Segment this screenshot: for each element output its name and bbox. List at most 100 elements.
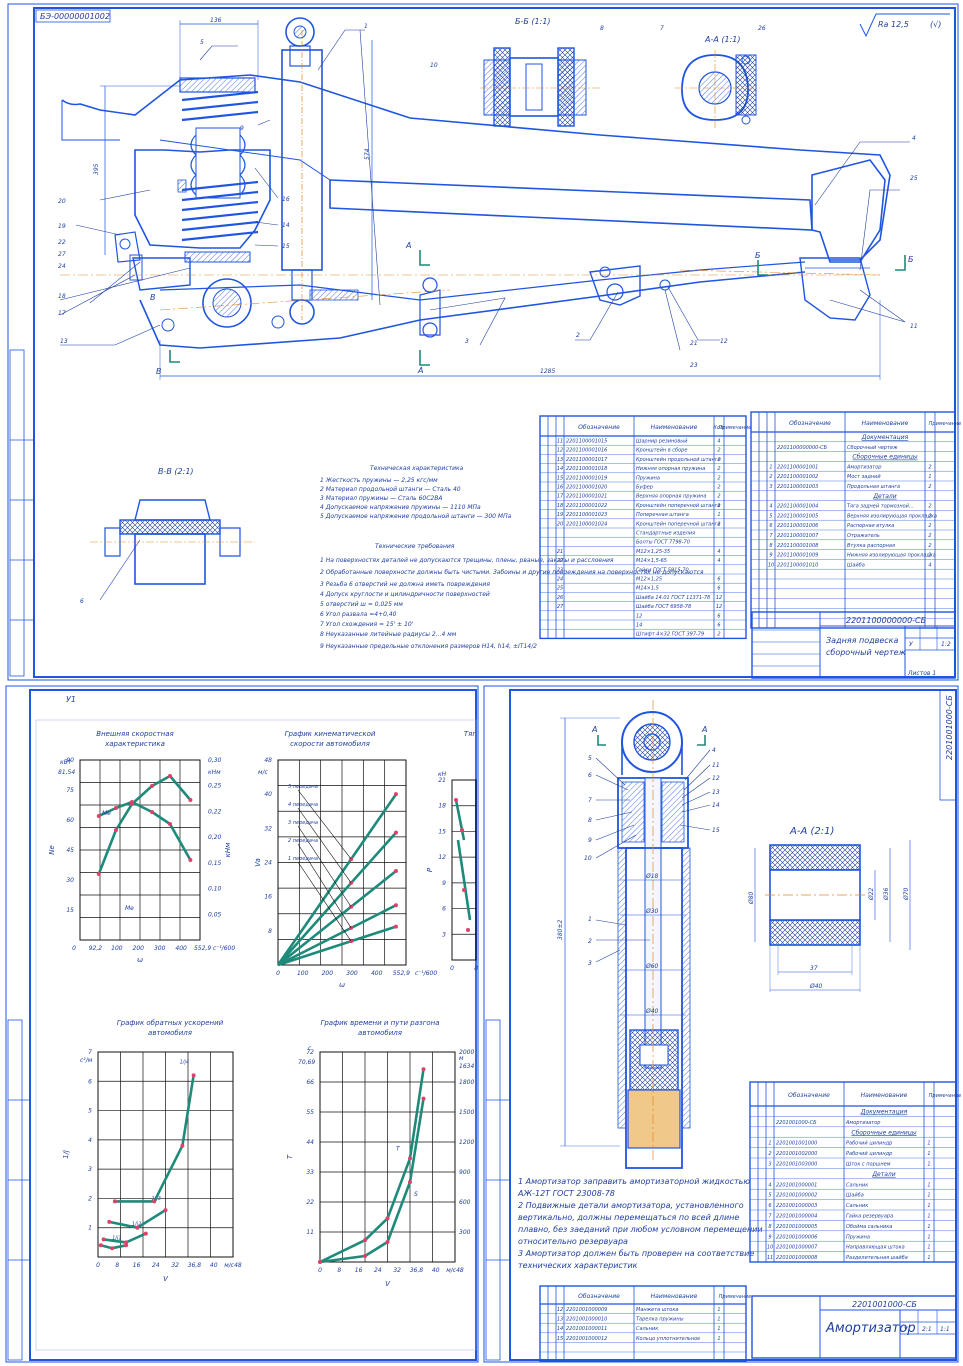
spec-left-name: Стандартные изделия bbox=[636, 531, 695, 537]
y-tick-label: 90 bbox=[66, 757, 74, 764]
dim-30: Ø30 bbox=[645, 908, 659, 915]
data-point bbox=[385, 1240, 390, 1244]
spec-right-name: Отражатель bbox=[847, 533, 880, 539]
data-point bbox=[143, 1231, 148, 1236]
spec3-qty: 1 bbox=[927, 1193, 930, 1199]
shock-callout-11: 11 bbox=[712, 762, 720, 769]
accel-series-label: 1/j1 bbox=[112, 1235, 121, 1241]
spec-left-name: Болты ГОСТ 7798-70 bbox=[636, 540, 690, 546]
y-right-unit: кНм bbox=[208, 769, 221, 776]
shock-absorber bbox=[281, 17, 359, 325]
data-point bbox=[150, 810, 154, 814]
section-cut-markers bbox=[169, 250, 906, 366]
time-series-label: T bbox=[396, 1145, 401, 1152]
spec-right-pos: 6 bbox=[769, 523, 772, 529]
spec3-name: Сальник bbox=[846, 1203, 868, 1209]
tech-req-item: 4 Допуск круглости и цилиндричности пове… bbox=[320, 591, 490, 598]
callout-17: 17 bbox=[58, 310, 66, 317]
spec-right-qty: 4 bbox=[928, 562, 931, 568]
title-block-sheet1 bbox=[751, 611, 956, 679]
y-tick-label: 0,20 bbox=[208, 834, 222, 841]
spec-right-code: 2201100001001 bbox=[777, 464, 818, 470]
x-tick-label: 552,9 bbox=[194, 945, 211, 952]
spec3-code: 2201001000003 bbox=[776, 1203, 817, 1209]
spec-right-qty: 2 bbox=[928, 543, 931, 549]
title-block-scale-3: 2:1 bbox=[922, 1326, 932, 1333]
y-tick-label: 6 bbox=[442, 906, 446, 913]
y-tick-label: 48 bbox=[264, 757, 272, 764]
chart-title: автомобиля bbox=[358, 1029, 402, 1037]
data-point bbox=[408, 1156, 412, 1161]
shock-callout-7: 7 bbox=[588, 797, 592, 804]
tech-char-item: 3 Материал пружины — Сталь 60С2ВА bbox=[320, 495, 442, 502]
coil-spring bbox=[177, 77, 259, 263]
spec-left-qty: 4 bbox=[717, 549, 720, 555]
y-tick-label: 24 bbox=[264, 860, 272, 867]
spec3-qty: 1 bbox=[927, 1234, 930, 1240]
y-tick-label: 2000 bbox=[459, 1049, 474, 1056]
y-tick-label: 3 bbox=[88, 1166, 92, 1173]
x-tick-label: м/с48 bbox=[446, 1267, 464, 1274]
callout-4: 4 bbox=[912, 135, 916, 142]
callout-8: 8 bbox=[600, 25, 604, 32]
spec-left-qty: 2 bbox=[717, 494, 720, 500]
y-unit-label: с²/м bbox=[80, 1057, 93, 1064]
title-block-scale-1: 1:2 bbox=[941, 641, 951, 648]
spec3b-qty: 1 bbox=[717, 1326, 720, 1332]
shock-callout-15: 15 bbox=[712, 827, 720, 834]
series-label-me: Me bbox=[102, 810, 111, 817]
chart-title: характеристика bbox=[104, 740, 165, 748]
callout-24: 24 bbox=[58, 263, 66, 270]
spec3-pos: 3 bbox=[768, 1162, 771, 1168]
gear-leader bbox=[297, 861, 352, 942]
data-point bbox=[363, 1254, 367, 1258]
spec-right-name: Верхняя изолирующая прокладка bbox=[847, 513, 937, 519]
x-tick-label: 40 bbox=[210, 1262, 218, 1269]
spec-left-pos: 23 bbox=[557, 567, 563, 573]
callout-9: 9 bbox=[240, 125, 244, 132]
spec-right-name: Втулка распорная bbox=[847, 543, 895, 549]
x-axis-label: ω bbox=[137, 956, 143, 964]
spec3-header: Примечание bbox=[929, 1093, 962, 1099]
data-point bbox=[460, 828, 464, 832]
x-tick-label: 16 bbox=[133, 1262, 141, 1269]
callout-16: 16 bbox=[282, 196, 290, 203]
path-series-label: S bbox=[414, 1191, 418, 1198]
spec3-code: 2201001002000 bbox=[776, 1151, 817, 1157]
chart-time: График времени и пути разгонаавтомобиля0… bbox=[286, 1019, 474, 1288]
gear-end-point bbox=[393, 830, 398, 835]
callout-12: 12 bbox=[720, 338, 728, 345]
spec3-pos: 6 bbox=[768, 1203, 771, 1209]
data-point bbox=[421, 1096, 426, 1101]
title-block-sheet-3: 1:1 bbox=[940, 1326, 950, 1333]
spec-right-name: Продольная штанга bbox=[847, 484, 900, 490]
note-line: 3 Амортизатор должен быть проверен на со… bbox=[518, 1249, 754, 1258]
spec3-name: Амортизатор bbox=[845, 1120, 880, 1126]
spec-right-header: Примечание bbox=[929, 421, 962, 427]
callout-2: 2 bbox=[576, 332, 580, 339]
callout-19: 19 bbox=[58, 223, 66, 230]
callout-6: 6 bbox=[80, 598, 84, 605]
y-tick-label: 300 bbox=[459, 1229, 471, 1236]
spec3-qty: 1 bbox=[927, 1182, 930, 1188]
spec-left-name: Гайки ГОСТ 5915-70 bbox=[636, 567, 689, 573]
x-tick-label: м/с48 bbox=[224, 1262, 242, 1269]
sheet3-cut-letter-right: А bbox=[701, 725, 707, 734]
dim-40-len: Ø40 bbox=[809, 983, 823, 990]
x-axis-label: V bbox=[163, 1275, 169, 1283]
y-tick-label: 1 bbox=[88, 1225, 92, 1232]
data-point bbox=[135, 1225, 140, 1230]
spec3-name: Рабочий цилиндр bbox=[846, 1151, 892, 1157]
shock-absorber-section bbox=[560, 700, 706, 1169]
shock-callout-1: 1 bbox=[588, 916, 592, 923]
cut-letter-a-bottom: А bbox=[417, 366, 423, 375]
sheet2-code-stamp: У1 bbox=[66, 695, 76, 704]
x-tick-label: 8 bbox=[115, 1262, 119, 1269]
spec-right-code: 2201100001009 bbox=[777, 553, 818, 559]
dim-37: 37 bbox=[810, 965, 818, 972]
x-tick-label: 24 bbox=[374, 1267, 382, 1274]
spec-right-section: Сборочные единицы bbox=[852, 454, 917, 461]
spec-left-name: Буфер bbox=[636, 485, 653, 491]
